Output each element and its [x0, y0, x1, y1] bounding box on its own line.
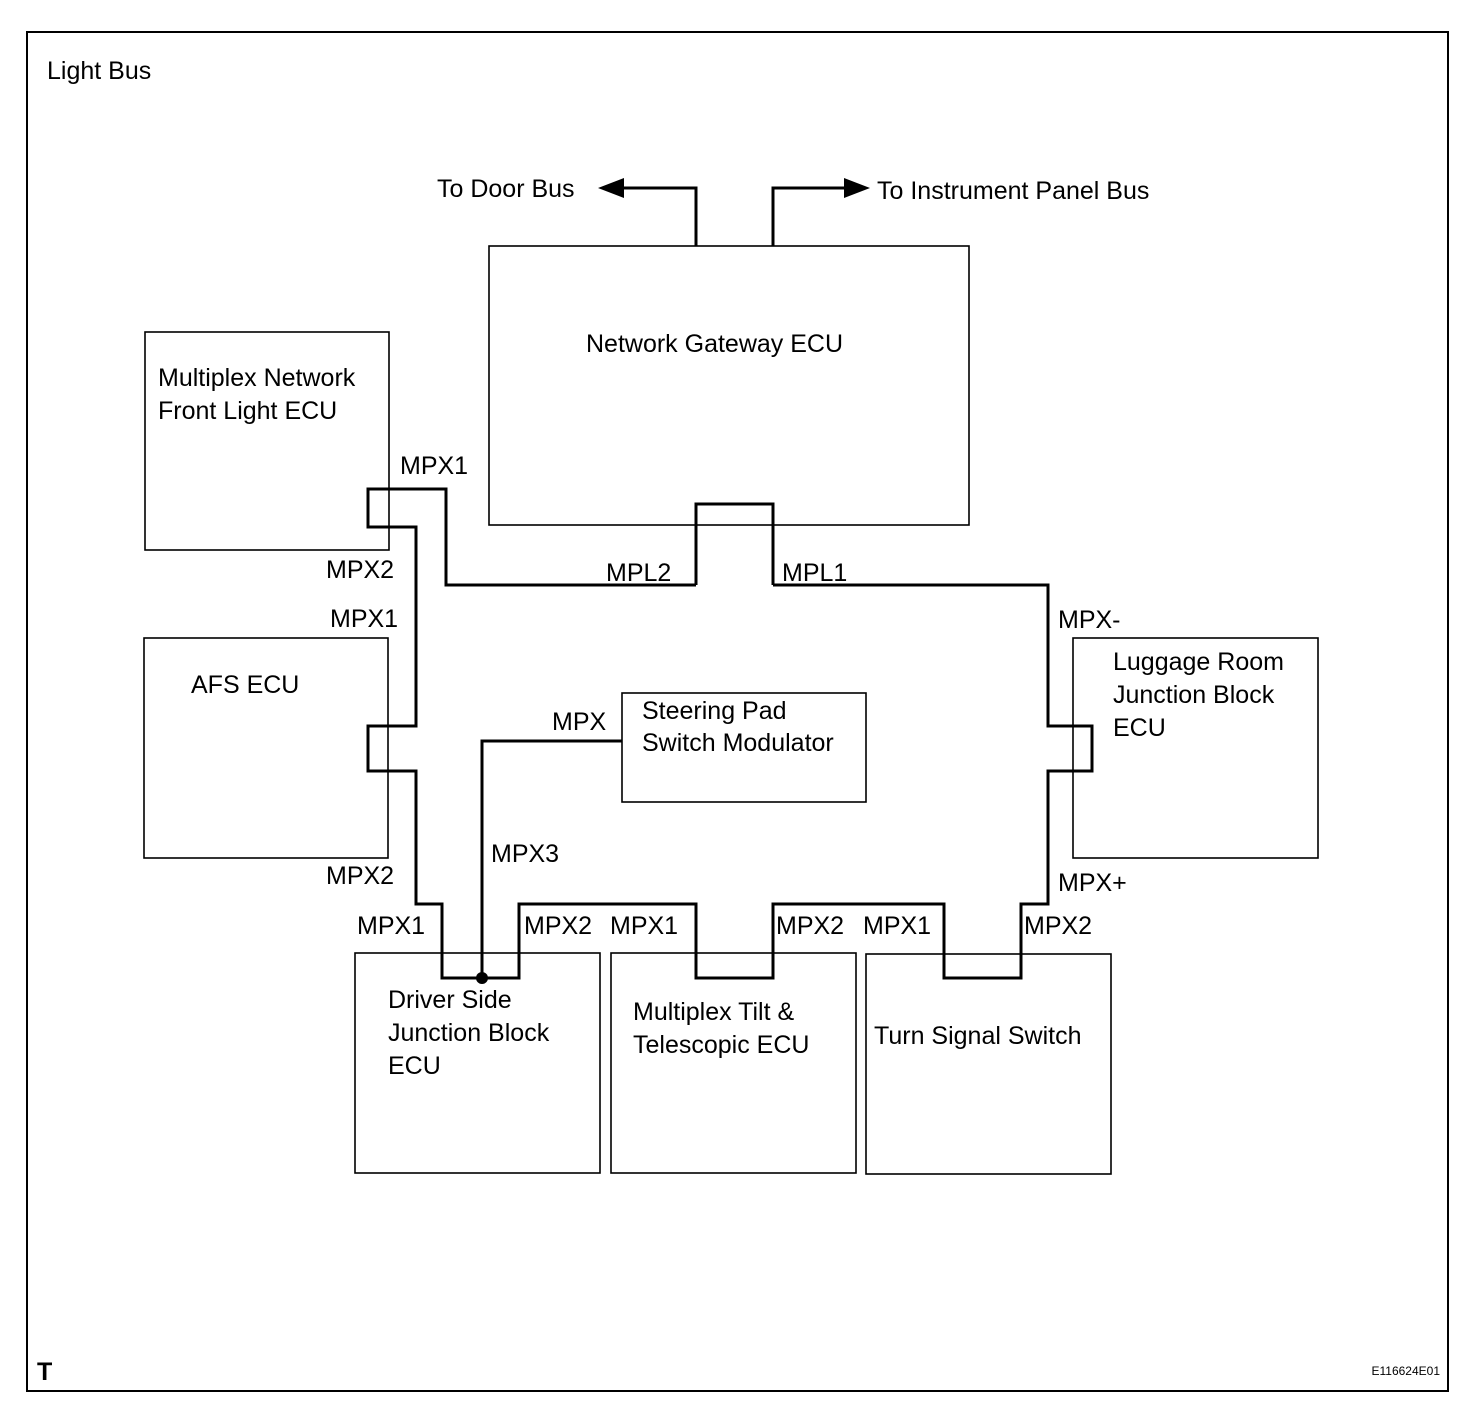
gateway-name: Network Gateway ECU [586, 330, 843, 358]
driver-side-name-line3: ECU [388, 1052, 441, 1080]
light-bus-ring-wire [366, 487, 1094, 980]
instrument-panel-bus-arrowhead [844, 178, 870, 198]
luggage-name-line1: Luggage Room [1113, 648, 1284, 676]
driver-side-junction-block-ecu-box [354, 952, 601, 1174]
door-bus-arrowhead [598, 178, 624, 198]
afs-name: AFS ECU [191, 671, 299, 699]
front-light-mpx1-label: MPX1 [400, 452, 468, 480]
steering-mpx-label: MPX [552, 708, 607, 736]
front-light-ecu-box [144, 331, 390, 551]
door-bus-wire [620, 186, 698, 246]
gateway-mpl1-label: MPL1 [782, 559, 847, 587]
steering-pad-wire [480, 739, 622, 978]
turn-mpx1-label: MPX1 [863, 912, 931, 940]
front-light-name-line1: Multiplex Network [158, 364, 356, 392]
front-light-name-line2: Front Light ECU [158, 397, 337, 425]
driver-side-name-line1: Driver Side [388, 986, 512, 1014]
steering-pad-name-line2: Switch Modulator [642, 729, 834, 757]
luggage-room-junction-block-ecu-box [1072, 637, 1319, 859]
figure-code: E116624E01 [1371, 1364, 1440, 1378]
turn-signal-name: Turn Signal Switch [874, 1022, 1082, 1050]
turn-mpx2-label: MPX2 [1024, 912, 1092, 940]
steering-pad-name-line1: Steering Pad [642, 697, 787, 725]
luggage-mpx-minus-label: MPX- [1058, 606, 1121, 634]
front-light-mpx2-label: MPX2 [326, 556, 394, 584]
driver-mpx2-label: MPX2 [524, 912, 592, 940]
multiplex-tilt-telescopic-ecu-box [610, 952, 857, 1174]
gateway-internal-wire [694, 502, 775, 585]
luggage-mpx-plus-label: MPX+ [1058, 869, 1127, 897]
afs-ecu-box [143, 637, 389, 859]
corner-mark: T [37, 1358, 52, 1386]
network-gateway-ecu-box [488, 245, 970, 526]
diagram-frame [26, 31, 1449, 1392]
to-door-bus-label: To Door Bus [437, 175, 575, 203]
driver-mpx3-label: MPX3 [491, 840, 559, 868]
luggage-name-line3: ECU [1113, 714, 1166, 742]
afs-mpx1-label: MPX1 [330, 605, 398, 633]
diagram-title: Light Bus [47, 57, 151, 85]
driver-side-name-line2: Junction Block [388, 1019, 550, 1047]
instrument-panel-bus-wire [771, 186, 848, 246]
junction-dot [476, 972, 488, 984]
turn-signal-switch-box [865, 953, 1112, 1175]
steering-pad-switch-modulator-box [621, 692, 867, 803]
to-instrument-panel-bus-label: To Instrument Panel Bus [877, 177, 1149, 205]
tilt-mpx1-label: MPX1 [610, 912, 678, 940]
tilt-name-line2: Telescopic ECU [633, 1031, 809, 1059]
driver-mpx1-label: MPX1 [357, 912, 425, 940]
tilt-mpx2-label: MPX2 [776, 912, 844, 940]
afs-mpx2-label: MPX2 [326, 862, 394, 890]
luggage-name-line2: Junction Block [1113, 681, 1275, 709]
tilt-name-line1: Multiplex Tilt & [633, 998, 794, 1026]
gateway-mpl2-label: MPL2 [606, 559, 671, 587]
